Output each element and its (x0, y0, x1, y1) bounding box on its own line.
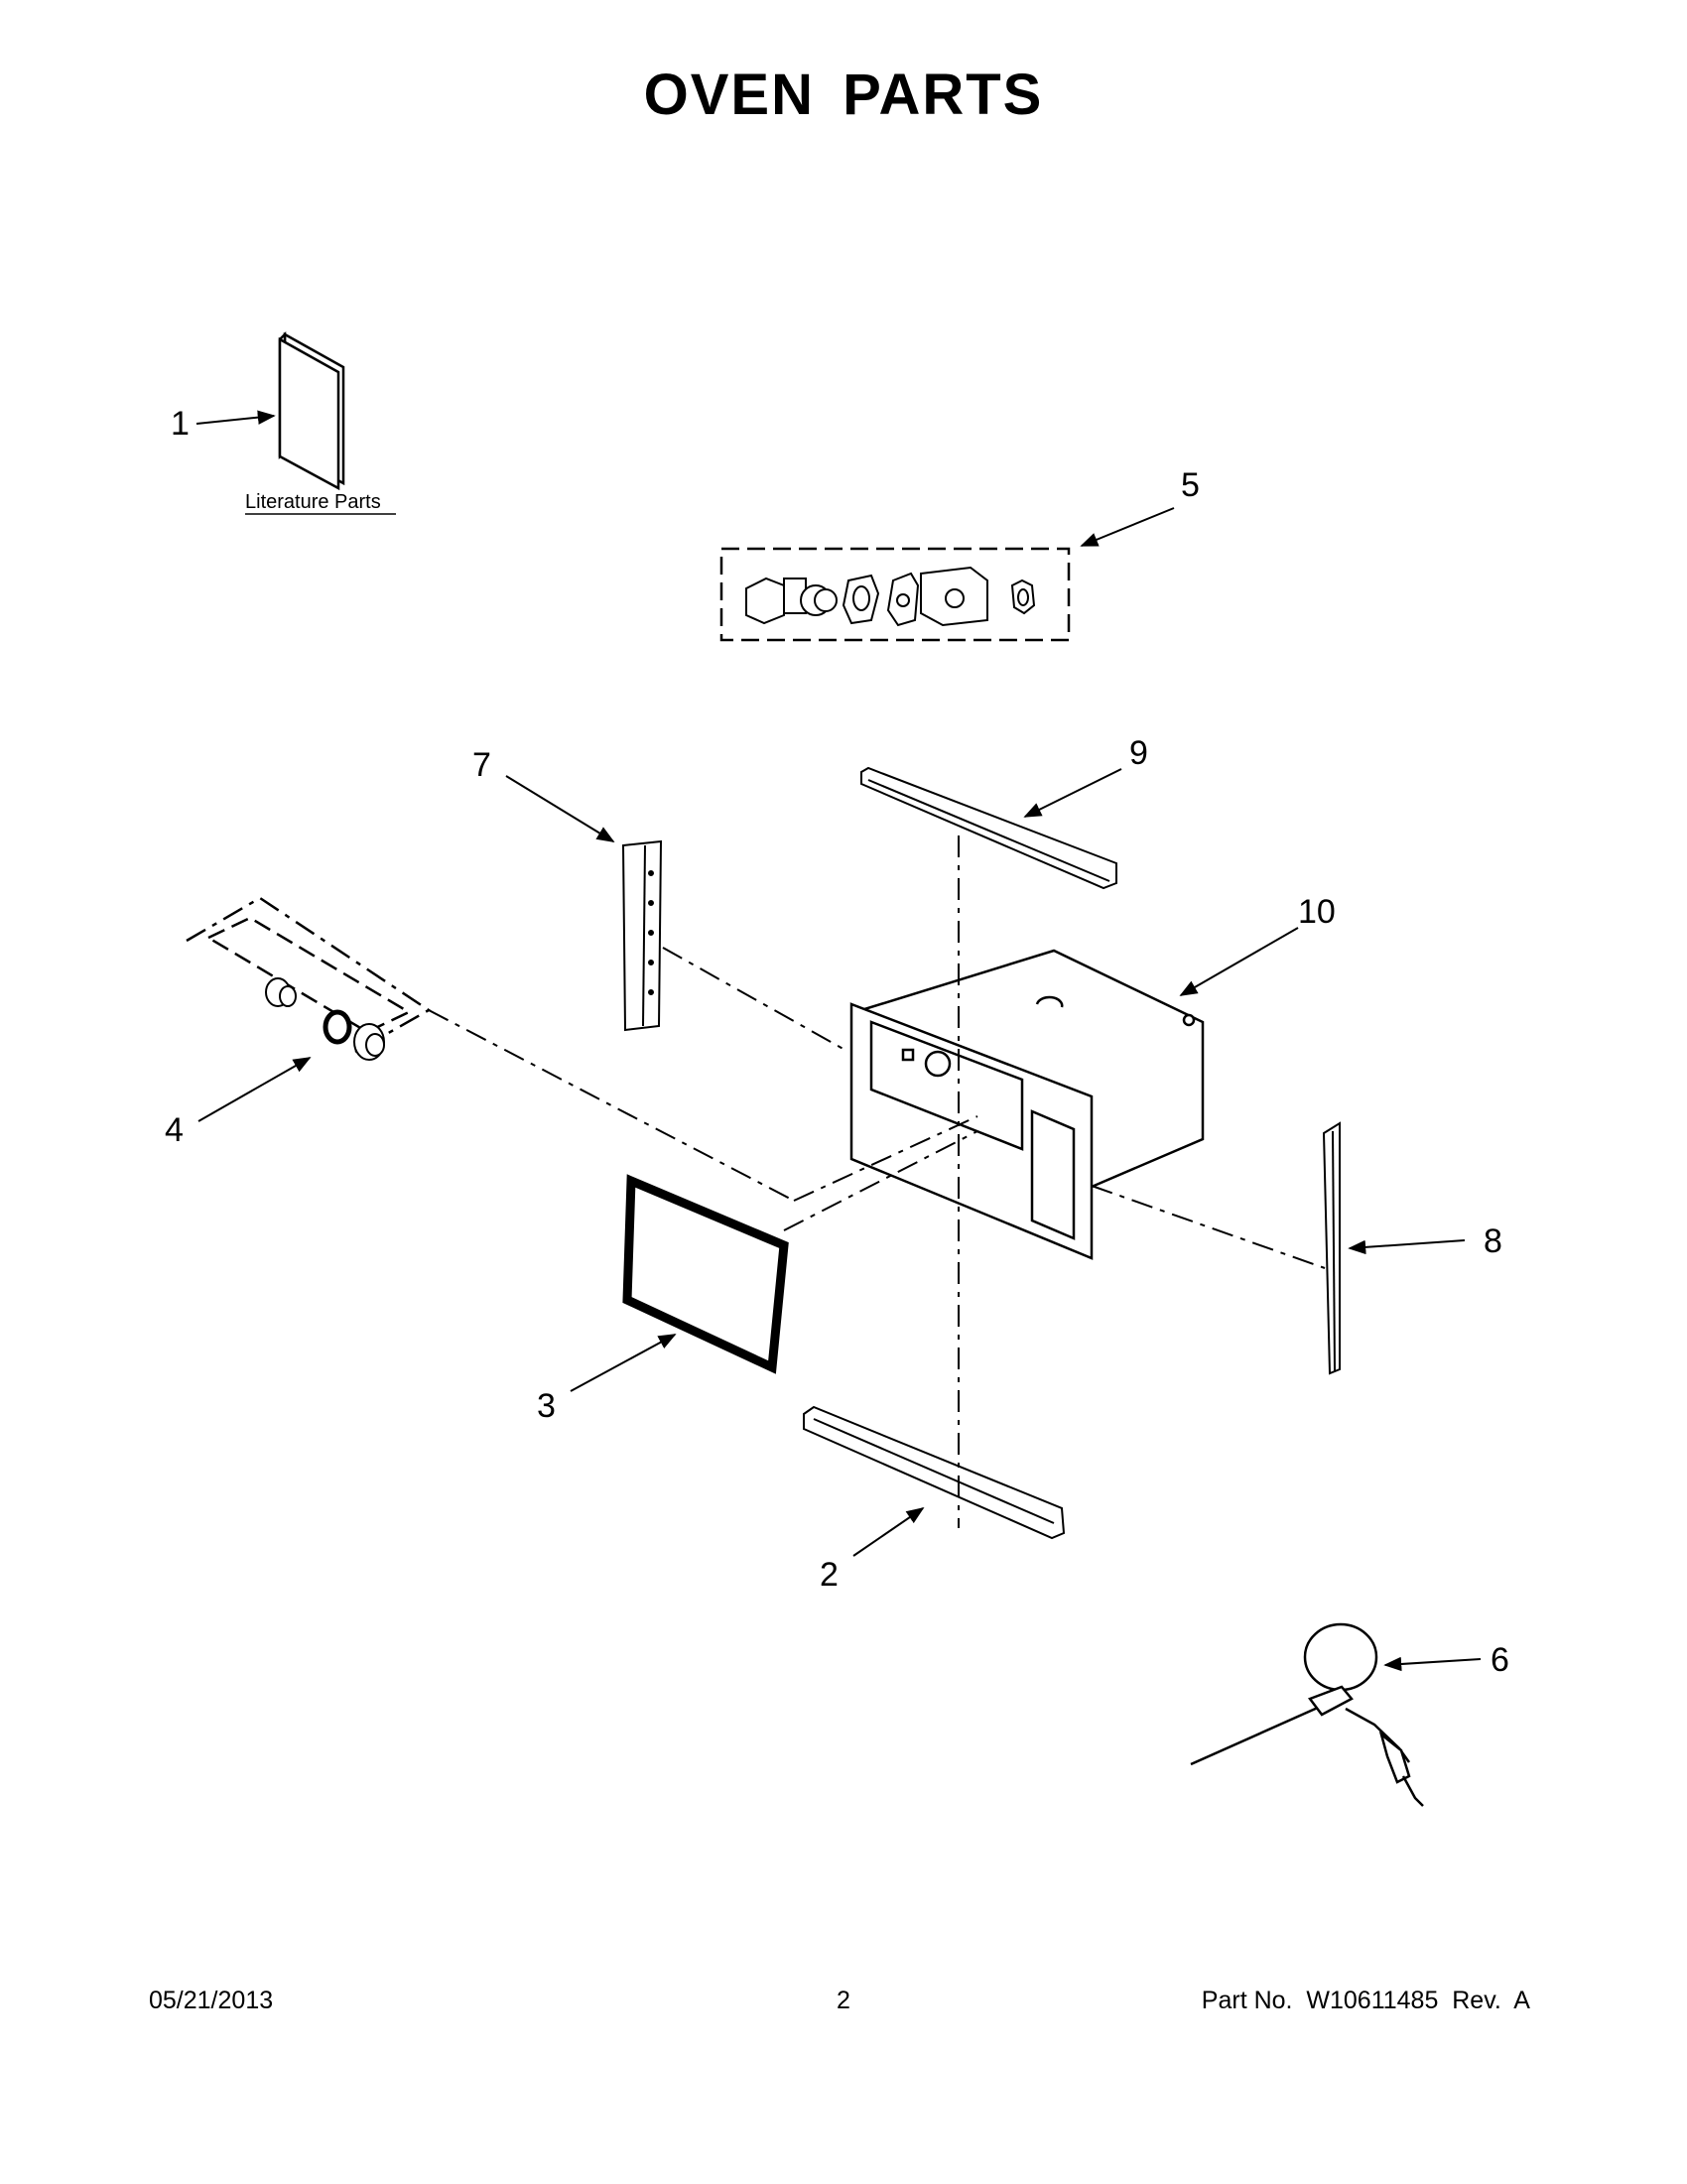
callout-1: 1 (171, 405, 190, 443)
callout-9: 9 (1129, 734, 1148, 772)
footer-page-number: 2 (837, 1987, 850, 2014)
assembly-lines (428, 835, 1326, 1528)
callout-2: 2 (820, 1556, 839, 1594)
meat-probe-icon (1190, 1622, 1424, 1807)
footer-date: 05/21/2013 (149, 1987, 274, 2014)
callout-5: 5 (1181, 466, 1200, 504)
literature-parts-icon (278, 330, 345, 491)
literature-parts-label: Literature Parts (245, 491, 381, 513)
oven-frame-icon (849, 949, 1205, 1260)
callout-6: 6 (1491, 1641, 1509, 1679)
callout-7: 7 (472, 746, 491, 784)
latch-kit-icon (719, 547, 1071, 642)
callout-4: 4 (165, 1111, 184, 1149)
callout-10: 10 (1298, 893, 1336, 931)
control-knob-icon (186, 896, 432, 1061)
page-title: OVEN PARTS (643, 63, 1044, 127)
top-trim-icon (860, 766, 1117, 890)
bottom-trim-icon (803, 1405, 1066, 1540)
right-side-trim-icon (1322, 1121, 1341, 1375)
left-side-trim-icon (621, 839, 663, 1032)
callout-3: 3 (537, 1387, 556, 1425)
footer-part-number: Part No. W10611485 Rev. A (1201, 1987, 1530, 2014)
door-gasket-icon (622, 1174, 789, 1374)
callout-8: 8 (1484, 1222, 1502, 1260)
